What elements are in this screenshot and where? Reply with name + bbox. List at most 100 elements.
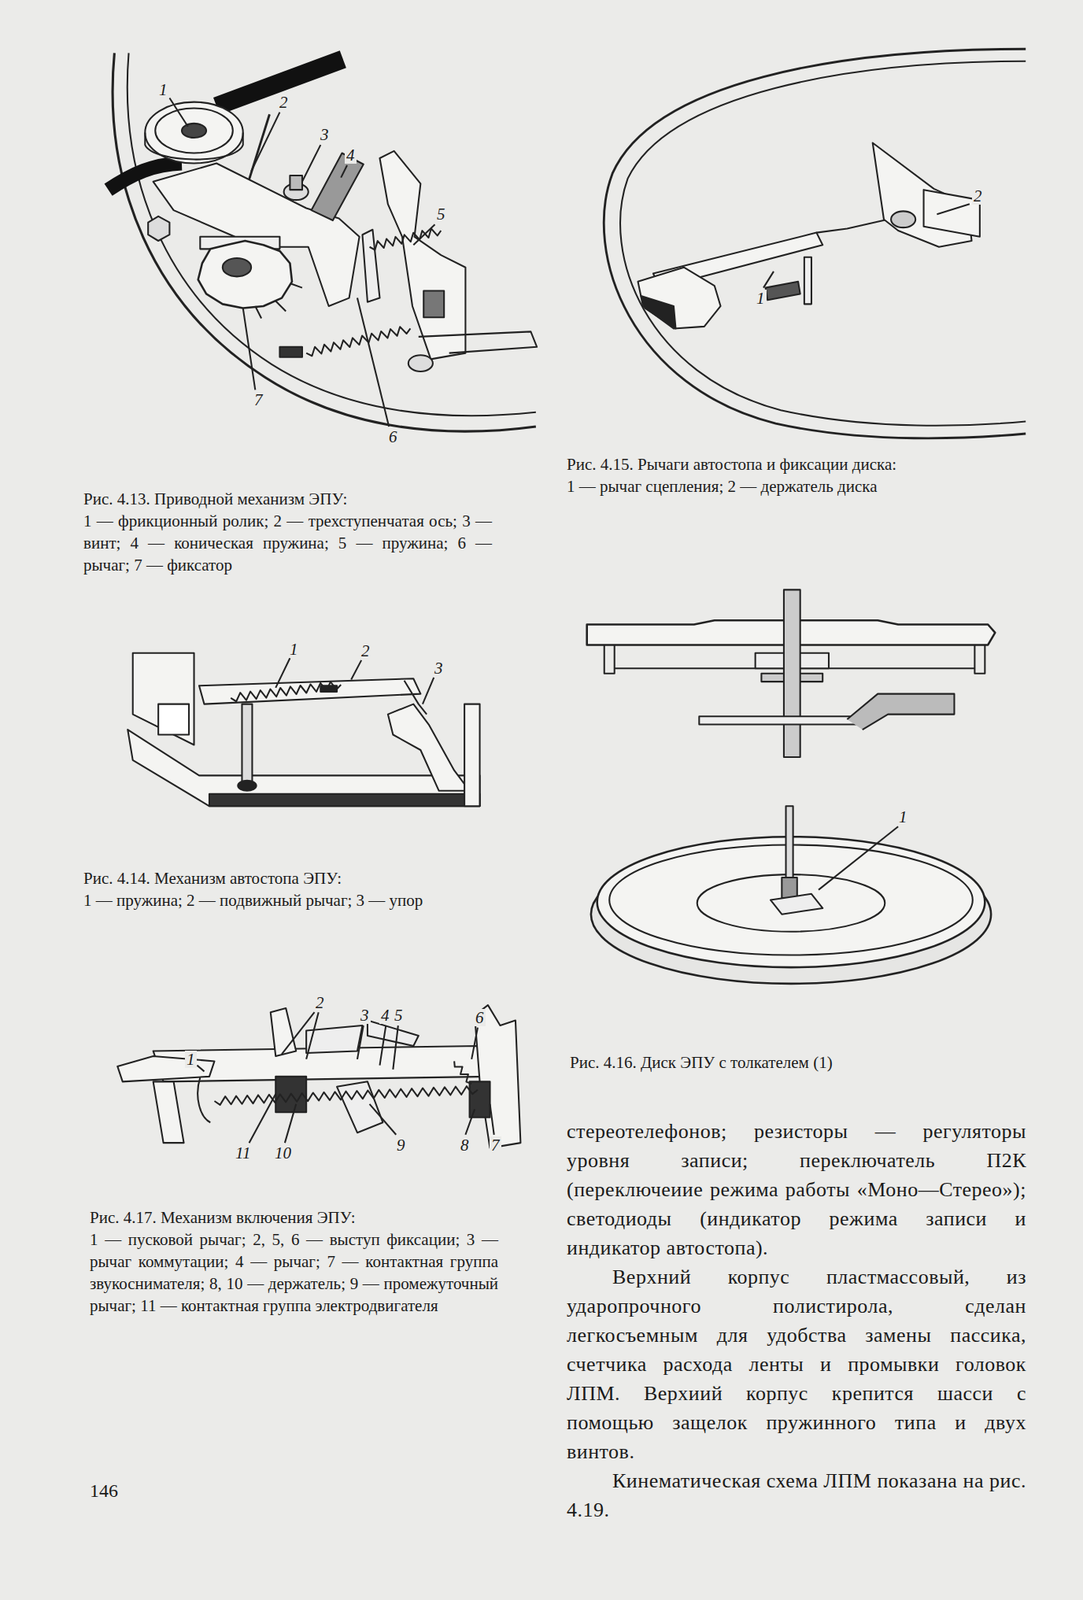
callout-number: 2 xyxy=(314,994,326,1012)
callout-number: 2 xyxy=(277,93,290,111)
drawing-line xyxy=(158,704,189,736)
drawing-line xyxy=(638,267,721,329)
page-number: 146 xyxy=(89,1479,119,1502)
figure-legend-text: 1 — рычаг сцепления; 2 — держатель диска xyxy=(566,475,1006,498)
drawing-line xyxy=(127,52,536,416)
callout-number: 3 xyxy=(432,659,445,677)
drawing-line xyxy=(306,1012,319,1060)
drawing-line xyxy=(379,1025,386,1066)
drawing-line xyxy=(133,653,195,746)
drawing-line xyxy=(340,165,348,178)
drawing-line xyxy=(698,716,868,725)
drawing-line xyxy=(144,133,243,160)
body-paragraph: стереотелефонов; резисторы — регуляторы … xyxy=(566,1116,1027,1263)
drawing-line xyxy=(640,295,676,329)
drawing-line xyxy=(289,175,303,190)
figure-caption-title: Рис. 4.13. Приводной механизм ЭПУ: xyxy=(83,487,492,511)
drawing-line xyxy=(351,660,362,681)
callout-number: 7 xyxy=(252,391,265,409)
drawing-line xyxy=(0,0,163,90)
drawing-line xyxy=(209,794,481,807)
drawing-line xyxy=(465,1108,475,1135)
drawing-line xyxy=(392,1025,398,1070)
figure-caption-title: Рис. 4.17. Механизм включения ЭПУ: xyxy=(89,1206,499,1229)
spring-symbol xyxy=(454,1060,472,1084)
drawing-line xyxy=(255,283,303,318)
callout-number: 10 xyxy=(273,1144,293,1162)
drawing-line xyxy=(147,216,170,241)
drawing-line xyxy=(336,1081,383,1133)
mechanism-drawings xyxy=(0,0,1026,1149)
drawing-line xyxy=(765,281,801,300)
drawing-line xyxy=(786,805,794,888)
spring-symbol xyxy=(369,229,442,251)
drawing-line xyxy=(284,1104,296,1143)
callout-number: 1 xyxy=(754,289,767,307)
drawing-line xyxy=(251,112,280,172)
callout-number: 2 xyxy=(359,642,372,660)
figure-caption: Рис. 4.15. Рычаги автостопа и фиксации д… xyxy=(566,453,1006,498)
spring-symbol xyxy=(214,1086,478,1106)
drawing-line xyxy=(357,1025,364,1060)
fig-4-17-switch xyxy=(117,1005,521,1149)
fig-4-16-disk xyxy=(587,589,996,984)
callout-number: 1 xyxy=(184,1050,197,1069)
callout-number: 9 xyxy=(395,1136,407,1154)
drawing-line xyxy=(490,1104,495,1135)
callout-number: 4 xyxy=(344,146,357,164)
drawing-line xyxy=(818,826,899,890)
drawing-line xyxy=(181,123,207,138)
callout-number: 2 xyxy=(972,187,984,205)
callout-number: 1 xyxy=(157,81,170,99)
body-paragraph: Кинематическая схема ЛПМ показана на рис… xyxy=(566,1466,1027,1525)
figure-caption: Рис. 4.14. Механизм автостопа ЭПУ:1 — пр… xyxy=(83,867,492,912)
drawing-line xyxy=(469,1081,491,1117)
drawing-line xyxy=(770,894,823,915)
drawing-line xyxy=(379,151,466,359)
callout-number: 4 xyxy=(379,1006,392,1024)
drawing-line xyxy=(199,678,421,704)
drawing-line xyxy=(697,874,886,932)
fig-4-13-drive xyxy=(0,0,537,432)
drawing-line xyxy=(422,677,434,705)
figure-legend-text: 1 — пружина; 2 — подвижный рычаг; 3 — уп… xyxy=(83,889,492,912)
drawing-line xyxy=(890,210,916,228)
callout-number: 5 xyxy=(435,205,448,223)
fig-4-14-autostop xyxy=(127,653,480,806)
drawing-line xyxy=(198,240,293,309)
drawing-line xyxy=(153,1081,185,1143)
drawing-line xyxy=(603,48,1026,439)
drawing-line xyxy=(471,1027,478,1060)
drawing-line xyxy=(388,704,470,791)
callout-number: 6 xyxy=(387,428,400,446)
drawing-line xyxy=(196,1065,204,1072)
drawing-line xyxy=(418,331,537,353)
figure-legend-text: 1 — фрикционный ролик; 2 — трехступенчат… xyxy=(83,510,492,577)
callout-number: 3 xyxy=(318,125,331,144)
figure-legend-text: 1 — пусковой рычаг; 2, 5, 6 — выступ фик… xyxy=(89,1228,499,1317)
drawing-line xyxy=(279,347,303,358)
figure-caption-title: Рис. 4.16. Диск ЭПУ с толкателем (1) xyxy=(569,1051,1010,1074)
drawing-line xyxy=(237,780,256,791)
drawing-line xyxy=(112,52,536,432)
figure-caption: Рис. 4.13. Приводной механизм ЭПУ:1 — фр… xyxy=(83,487,492,577)
callout-number: 8 xyxy=(458,1136,471,1154)
figure-caption: Рис. 4.17. Механизм включения ЭПУ:1 — пу… xyxy=(89,1206,499,1317)
figure-caption-title: Рис. 4.15. Рычаги автостопа и фиксации д… xyxy=(566,453,1006,476)
drawing-line xyxy=(763,271,774,289)
fig-4-15-levers xyxy=(603,48,1026,439)
drawing-line xyxy=(241,704,252,787)
drawing-line xyxy=(936,203,969,215)
callout-number: 7 xyxy=(489,1136,502,1154)
drawing-line xyxy=(155,107,233,153)
drawing-line xyxy=(369,1104,397,1135)
drawing-line xyxy=(408,354,433,372)
drawing-line xyxy=(144,102,243,164)
figure-caption: Рис. 4.16. Диск ЭПУ с толкателем (1) xyxy=(569,1051,1010,1074)
callout-number: 3 xyxy=(358,1006,371,1024)
drawing-line xyxy=(804,257,812,305)
drawing-line xyxy=(169,97,188,126)
drawing-line xyxy=(270,1008,296,1057)
drawing-line xyxy=(302,144,321,182)
